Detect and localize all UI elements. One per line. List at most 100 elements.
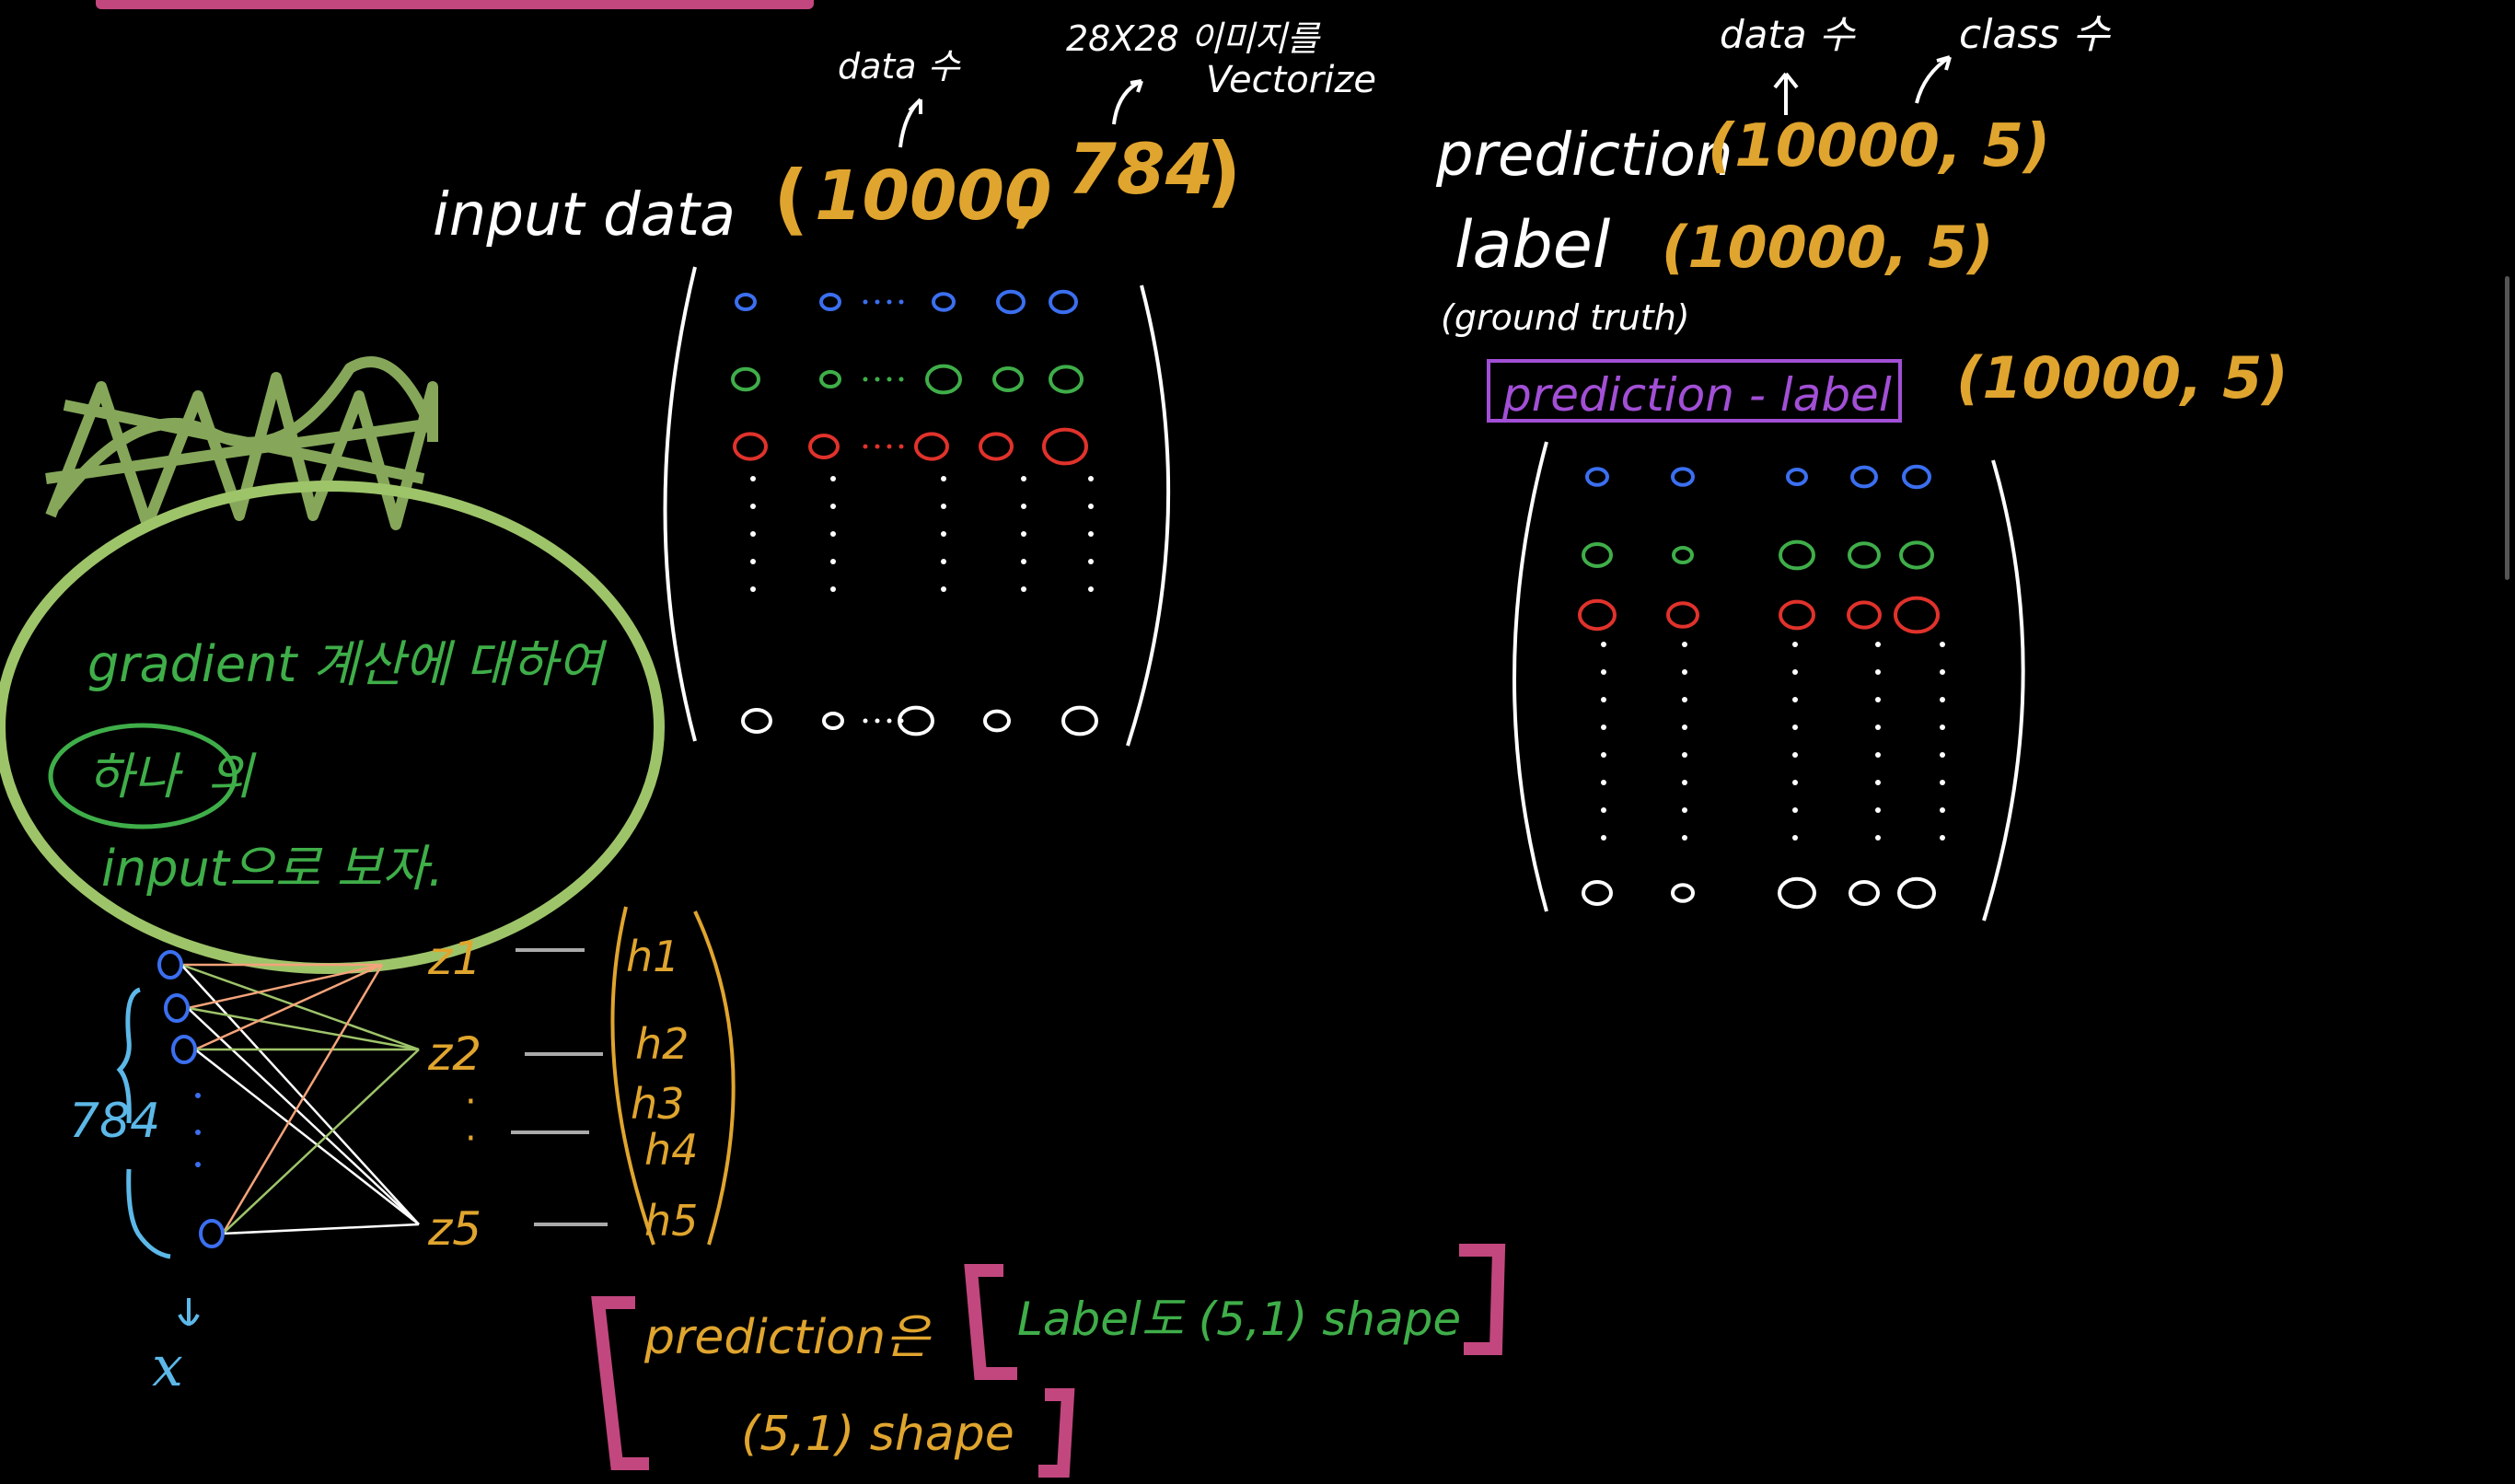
input-matrix-vdots <box>750 531 756 537</box>
h-label-5: h5 <box>644 1196 698 1246</box>
input-matrix-hdots <box>887 299 892 305</box>
input-matrix-vdots <box>830 559 836 564</box>
arrow-to-pred-rows-icon <box>1773 72 1799 115</box>
input-matrix-hdots <box>898 444 904 449</box>
note-line-1: gradient 계산에 대하여 <box>87 635 608 693</box>
input-var-label: x <box>152 1335 183 1399</box>
input-matrix-cell <box>741 708 772 734</box>
network-group: 784 x z1 z2 · · z5 h1 h2 h3 h4 h5 <box>69 906 736 1399</box>
h-label-4: h4 <box>644 1125 698 1175</box>
pred-matrix-right-bracket <box>1982 459 2025 922</box>
pred-matrix-cell <box>1779 599 1815 631</box>
pred-matrix-vdots <box>1682 835 1687 841</box>
pred-matrix-cell <box>1778 876 1816 910</box>
input-matrix-vdots <box>1021 531 1026 537</box>
pred-matrix-vdots <box>1601 642 1606 647</box>
bottom-left-bracket <box>591 1296 649 1470</box>
input-matrix-hdots <box>863 444 868 449</box>
input-matrix-cell <box>979 432 1014 461</box>
input-matrix-vdots <box>1088 476 1094 481</box>
input-matrix-vdots <box>941 531 946 537</box>
input-matrix-cell <box>808 434 840 459</box>
pred-matrix-vdots <box>1940 642 1945 647</box>
input-matrix-cell <box>822 712 844 730</box>
note-group: gradient 계산에 대하여 하나 의 input으로 보자. <box>0 356 665 974</box>
pred-matrix-vdots <box>1601 725 1606 730</box>
pred-matrix-vdots <box>1682 669 1687 675</box>
annot-vectorize-2: Vectorize <box>1206 59 1376 101</box>
input-count-label: 784 <box>69 1094 160 1149</box>
input-matrix-cell <box>1049 365 1084 394</box>
network-input-node <box>164 993 190 1023</box>
pred-matrix-vdots <box>1875 780 1881 785</box>
pred-matrix-cell <box>1671 883 1695 903</box>
pred-matrix-vdots <box>1601 697 1606 702</box>
network-input-nodes <box>157 950 225 1248</box>
input-matrix-hdots <box>875 377 880 382</box>
input-matrix-vdots <box>941 559 946 564</box>
input-matrix-cell <box>735 293 757 311</box>
input-matrix-vdots <box>1021 504 1026 509</box>
input-matrix-cell <box>819 293 841 311</box>
network-input-node <box>171 1035 197 1064</box>
input-matrix-vdots <box>830 531 836 537</box>
prediction-label: prediction <box>1435 122 1733 190</box>
input-matrix-cell <box>992 366 1024 392</box>
input-matrix-vdots <box>750 476 756 481</box>
pred-matrix-vdots <box>1875 835 1881 841</box>
input-matrix-hdots <box>887 718 892 724</box>
pred-matrix-vdots <box>1601 835 1606 841</box>
bottom-note-line-2: (5,1) shape <box>741 1407 1014 1462</box>
network-edge <box>221 964 384 1235</box>
input-matrix-hdots <box>875 299 880 305</box>
input-matrix-hdots <box>875 444 880 449</box>
note-line-2-rest: 의 <box>207 748 257 806</box>
pred-matrix-vdots <box>1940 807 1945 813</box>
input-shape-close: ) <box>1206 126 1241 216</box>
h-label-3: h3 <box>631 1079 684 1129</box>
pred-matrix-vdots <box>1682 807 1687 813</box>
ground-truth-note: (ground truth) <box>1441 297 1690 338</box>
input-data-label: input data <box>433 181 736 249</box>
h-vector-left-bracket <box>610 906 655 1246</box>
input-matrix-vdots <box>1088 559 1094 564</box>
pred-matrix-cell <box>1786 468 1808 486</box>
pred-matrix-vdots <box>1875 642 1881 647</box>
pred-matrix-cell <box>1666 601 1699 629</box>
pred-matrix-vdots <box>1792 780 1798 785</box>
pred-matrix-vdots <box>1601 752 1606 758</box>
input-matrix-cell <box>819 370 841 388</box>
diff-box-label: prediction - label <box>1501 368 1892 422</box>
input-matrix-cell <box>925 364 962 395</box>
pred-matrix-vdots <box>1940 697 1945 702</box>
input-matrix-vdots <box>1088 504 1094 509</box>
pred-matrix-vdots <box>1875 725 1881 730</box>
pred-matrix-cell <box>1582 880 1613 906</box>
pred-matrix-vdots <box>1792 725 1798 730</box>
input-matrix-vdots <box>750 504 756 509</box>
pred-matrix-cell <box>1779 539 1815 571</box>
vertical-scrollbar[interactable] <box>2505 276 2509 580</box>
input-matrix-cell <box>1061 705 1098 736</box>
pred-matrix-cell <box>1671 467 1695 487</box>
pred-matrix-vdots <box>1682 697 1687 702</box>
pred-matrix-vdots <box>1792 752 1798 758</box>
note-line-3: input으로 보자. <box>101 840 444 898</box>
inner-left-bracket <box>964 1264 1017 1380</box>
input-matrix-cell <box>733 432 768 461</box>
pred-matrix-vdots <box>1875 669 1881 675</box>
arrow-to-rows-icon <box>898 98 922 148</box>
z-label-5: z5 <box>427 1202 481 1256</box>
network-input-dots <box>195 1162 201 1167</box>
input-matrix-vdots <box>830 504 836 509</box>
arrow-to-class-icon <box>1915 55 1952 104</box>
pred-matrix-vdots <box>1875 752 1881 758</box>
network-edge <box>222 1223 420 1235</box>
input-brace-bottom <box>126 1168 171 1259</box>
top-highlight-bar <box>96 0 814 9</box>
pred-matrix-cell <box>1902 464 1931 490</box>
network-edge <box>194 963 383 1051</box>
pred-matrix-vdots <box>1940 669 1945 675</box>
pred-matrix-cell <box>1848 541 1881 569</box>
